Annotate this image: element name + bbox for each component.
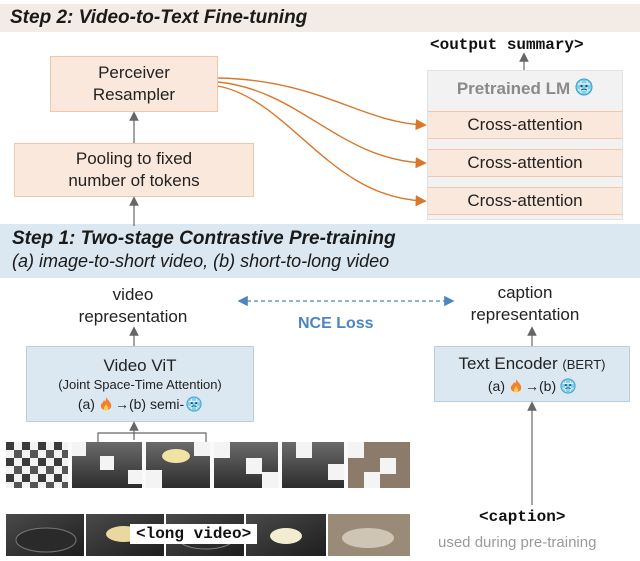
step1-subtitle: (a) image-to-short video, (b) short-to-l… — [12, 251, 390, 271]
text-encoder-box: Text Encoder (BERT) (a) → (b) — [434, 346, 630, 402]
video-representation-label: video representation — [58, 284, 208, 328]
perceiver-to-cross-attention-arrow — [217, 81, 427, 169]
step1-title: Step 1: Two-stage Contrastive Pre-traini… — [12, 228, 396, 249]
fire-icon — [509, 378, 523, 394]
cross-attention-block: Cross-attention — [428, 111, 622, 139]
text-encoder-stages: (a) → (b) — [488, 376, 576, 396]
cross-attention-label: Cross-attention — [467, 153, 583, 172]
caption-representation-label: caption representation — [450, 282, 600, 326]
pretrained-lm-label: Pretrained LM — [456, 79, 571, 98]
step2-band — [0, 4, 640, 32]
long-video-label: <long video> — [130, 524, 258, 544]
snowflake-face-icon — [560, 377, 576, 394]
step1-band — [0, 224, 640, 278]
stage-b-label: (b) — [539, 377, 557, 394]
stage-arrow: → — [525, 377, 539, 394]
perceiver-line1: Perceiver — [98, 63, 170, 82]
caption-label: <caption> — [479, 508, 566, 526]
clip-bracket — [97, 432, 207, 442]
cross-attention-block: Cross-attention — [428, 149, 622, 177]
step2-title: Step 2: Video-to-Text Fine-tuning — [10, 7, 308, 28]
snowflake-face-icon — [575, 78, 593, 101]
stage-arrow: → — [114, 395, 129, 412]
pretrained-lm-title: Pretrained LM — [427, 76, 623, 102]
video-repr-line2: representation — [78, 307, 188, 326]
stage-a-label: (a) — [487, 377, 505, 394]
video-vit-title: Video ViT — [103, 355, 177, 375]
output-summary-label: <output summary> — [430, 36, 584, 54]
used-during-pretraining-note: used during pre-training — [438, 534, 597, 551]
perceiver-to-cross-attention-arrow — [217, 85, 427, 207]
video-frame-patches — [6, 442, 410, 488]
nce-loss-label: NCE Loss — [298, 315, 374, 332]
pooling-box: Pooling to fixed number of tokens — [14, 143, 254, 197]
pooling-line2: number of tokens — [68, 171, 200, 190]
short-video-clips-strip — [6, 442, 410, 488]
cross-attention-label: Cross-attention — [467, 191, 583, 210]
text-encoder-model: (BERT) — [562, 356, 606, 372]
cross-attention-block: Cross-attention — [428, 187, 622, 215]
caption-repr-line1: caption — [497, 283, 553, 302]
cross-attention-label: Cross-attention — [467, 115, 583, 134]
stage-b-label: (b) semi- — [128, 395, 185, 412]
text-encoder-title-row: Text Encoder (BERT) — [458, 353, 605, 376]
video-vit-stages: (a) → (b) semi- — [78, 394, 202, 414]
fire-icon — [99, 396, 113, 412]
stage-a-label: (a) — [77, 395, 95, 412]
text-encoder-title: Text Encoder — [458, 353, 558, 373]
video-repr-line1: video — [112, 285, 154, 304]
video-vit-subtitle: (Joint Space-Time Attention) — [58, 376, 222, 392]
perceiver-to-cross-attention-arrow — [217, 77, 427, 131]
caption-repr-line2: representation — [470, 305, 580, 324]
perceiver-line2: Resampler — [92, 85, 176, 104]
snowflake-face-icon — [186, 395, 202, 412]
video-vit-box: Video ViT (Joint Space-Time Attention) (… — [26, 346, 254, 422]
pooling-line1: Pooling to fixed — [75, 149, 193, 168]
